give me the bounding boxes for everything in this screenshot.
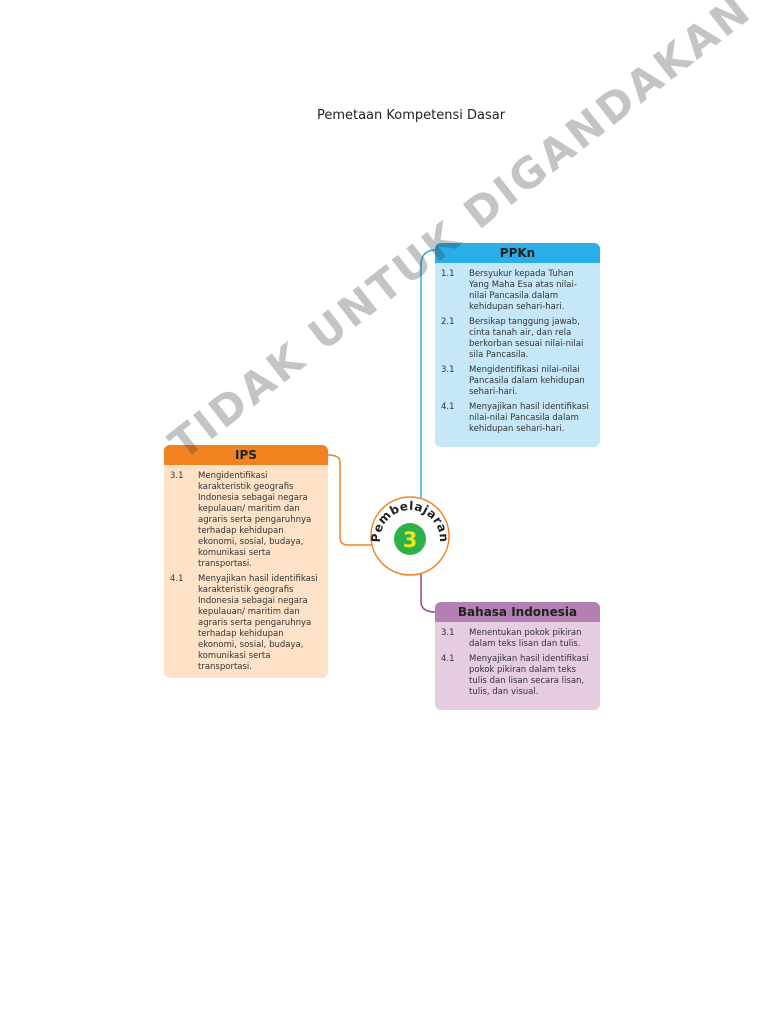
pembelajaran-badge: Pembelajaran 3 bbox=[369, 496, 451, 576]
item-number: 4.1 bbox=[170, 574, 184, 584]
connector-ips bbox=[327, 454, 372, 546]
item-number: 3.1 bbox=[170, 471, 184, 481]
item-text: Mengidentifikasi karakteristik geografis… bbox=[198, 471, 312, 569]
ppkn-item: 3.1 Mengidentifikasi nilai-nilai Pancasil… bbox=[441, 365, 592, 398]
item-number: 4.1 bbox=[441, 402, 455, 412]
item-text: Menentukan pokok pikiran dalam teks lisa… bbox=[469, 628, 582, 649]
ips-item: 3.1 Mengidentifikasi karakteristik geogra… bbox=[170, 471, 320, 570]
ppkn-title: PPKn bbox=[435, 243, 600, 263]
ips-item: 4.1 Menyajikan hasil identifikasi karakte… bbox=[170, 574, 320, 673]
ips-box: IPS 3.1 Mengidentifikasi karakteristik ge… bbox=[164, 445, 328, 678]
connector-bindo bbox=[420, 570, 437, 613]
ppkn-list: 1.1 Bersyukur kepada Tuhan Yang Maha Esa … bbox=[435, 263, 600, 445]
connector-ppkn bbox=[420, 249, 437, 519]
ips-title: IPS bbox=[164, 445, 328, 465]
ppkn-item: 2.1 Bersikap tanggung jawab, cinta tanah … bbox=[441, 317, 592, 361]
ppkn-item: 1.1 Bersyukur kepada Tuhan Yang Maha Esa … bbox=[441, 269, 592, 313]
bahasa-indonesia-title: Bahasa Indonesia bbox=[435, 602, 600, 622]
item-number: 2.1 bbox=[441, 317, 455, 327]
item-text: Mengidentifikasi nilai-nilai Pancasila d… bbox=[469, 365, 585, 397]
item-text: Bersikap tanggung jawab, cinta tanah air… bbox=[469, 317, 584, 360]
item-number: 3.1 bbox=[441, 628, 455, 638]
item-text: Menyajikan hasil identifikasi nilai-nila… bbox=[469, 402, 589, 434]
ppkn-box: PPKn 1.1 Bersyukur kepada Tuhan Yang Maha… bbox=[435, 243, 600, 447]
bahasa-indonesia-list: 3.1 Menentukan pokok pikiran dalam teks l… bbox=[435, 622, 600, 708]
item-text: Menyajikan hasil identifikasi pokok piki… bbox=[469, 654, 589, 697]
ppkn-item: 4.1 Menyajikan hasil identifikasi nilai-n… bbox=[441, 402, 592, 435]
item-number: 3.1 bbox=[441, 365, 455, 375]
item-number: 1.1 bbox=[441, 269, 455, 279]
bahasa-indonesia-box: Bahasa Indonesia 3.1 Menentukan pokok pik… bbox=[435, 602, 600, 710]
ips-list: 3.1 Mengidentifikasi karakteristik geogra… bbox=[164, 465, 328, 678]
item-text: Bersyukur kepada Tuhan Yang Maha Esa ata… bbox=[469, 269, 577, 312]
bahasa-indonesia-item: 3.1 Menentukan pokok pikiran dalam teks l… bbox=[441, 628, 592, 650]
bahasa-indonesia-item: 4.1 Menyajikan hasil identifikasi pokok p… bbox=[441, 654, 592, 698]
item-number: 4.1 bbox=[441, 654, 455, 664]
badge-number: 3 bbox=[403, 528, 418, 552]
item-text: Menyajikan hasil identifikasi karakteris… bbox=[198, 574, 318, 672]
badge-number-circle bbox=[394, 523, 426, 555]
page-title: Pemetaan Kompetensi Dasar bbox=[316, 108, 506, 123]
